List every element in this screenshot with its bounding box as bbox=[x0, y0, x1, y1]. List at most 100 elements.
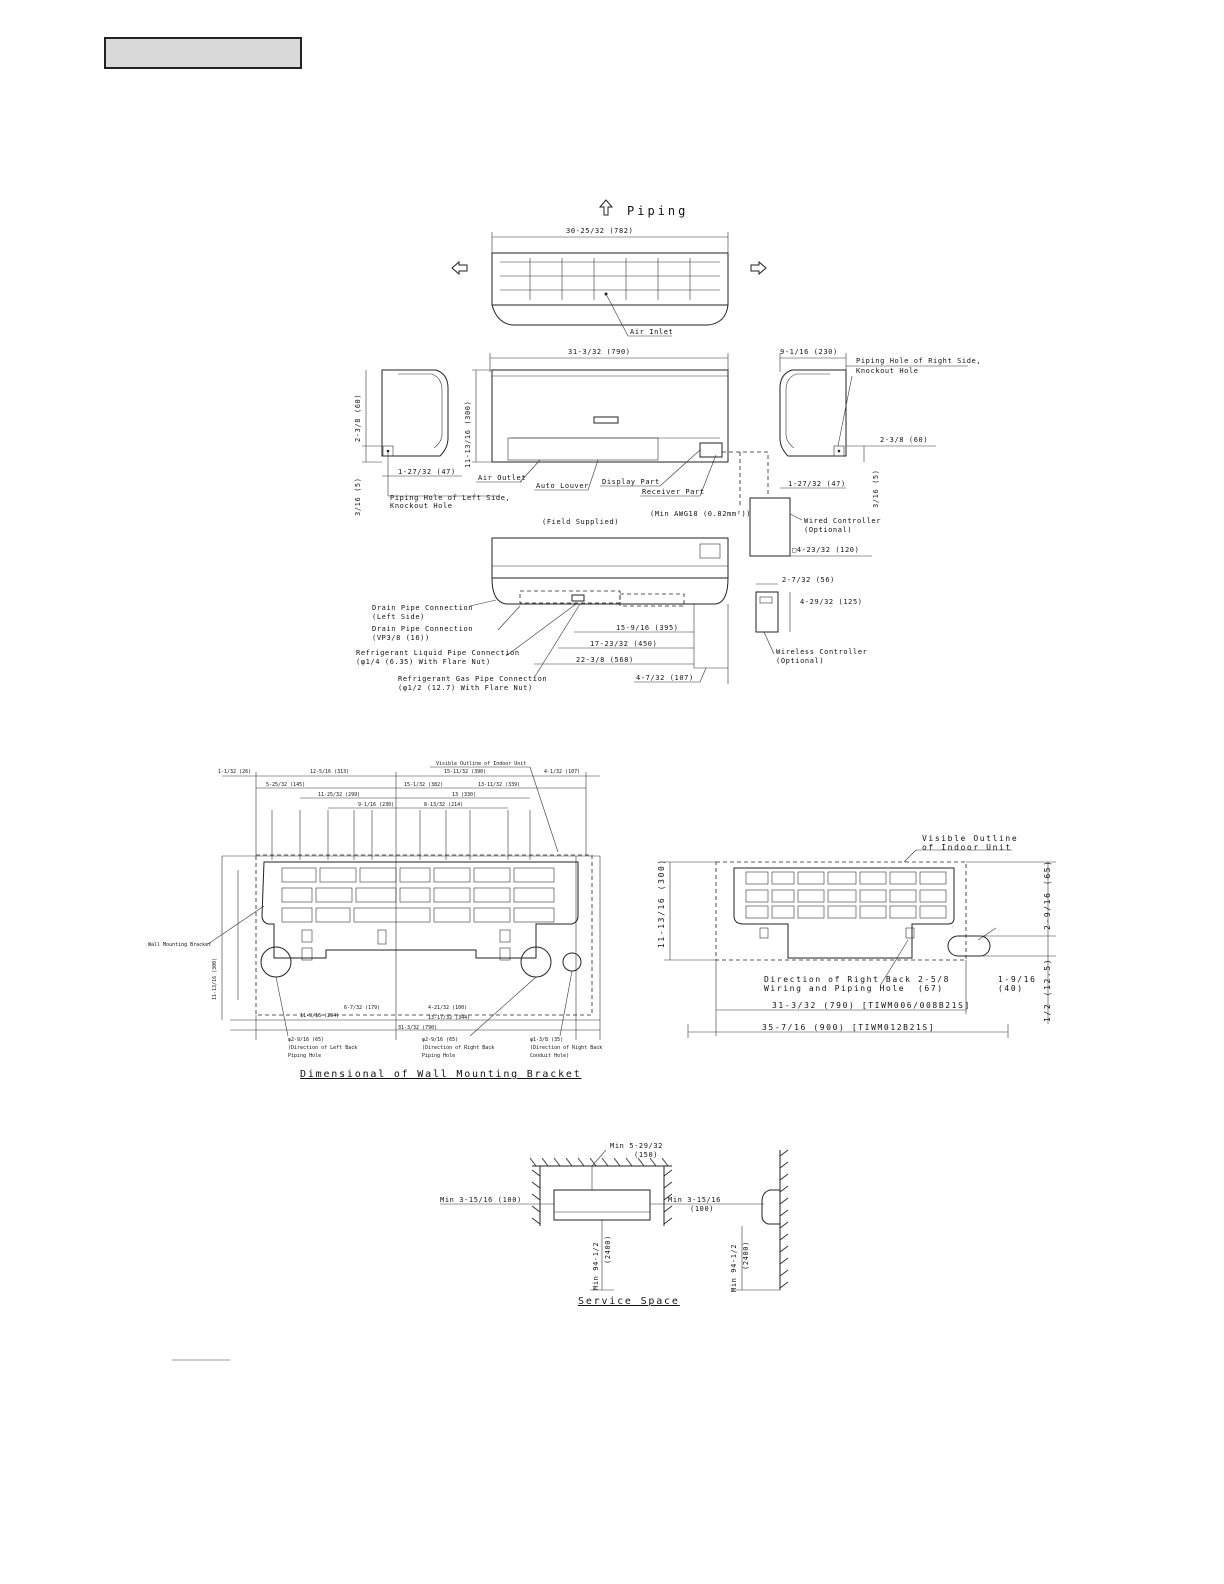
bracket-dim-top-4: 4-1/32 (107) bbox=[544, 769, 580, 775]
service-top-label: Min 5-29/32 bbox=[610, 1142, 663, 1150]
wired-controller-label: Wired Controller bbox=[804, 517, 881, 525]
wireless-controller-label: Wireless Controller bbox=[776, 648, 867, 656]
dim-67: 2-5/8 bbox=[918, 975, 950, 984]
bracket-dim-row4-1: 9-1/16 (230) bbox=[358, 802, 394, 808]
left-hole-label-2: Knockout Hole bbox=[390, 502, 453, 510]
service-side-label: Min 94-1/2 bbox=[730, 1244, 738, 1292]
bracket-drawing: Visible Outline of Indoor Unit 1-1/32 (2… bbox=[148, 761, 602, 1080]
display-part-label: Display Part bbox=[602, 478, 660, 486]
dim-67-mm: (67) bbox=[918, 984, 944, 993]
front-width-dim: 31-3/32 (790) bbox=[568, 348, 631, 356]
hole-right-label: (Direction of Right Back bbox=[530, 1045, 602, 1051]
bracket-dim-bottom-4: 13-17/32 (344) bbox=[428, 1015, 470, 1021]
right-height-dim: 2-3/8 (60) bbox=[880, 436, 928, 444]
top-width-dim: 30-25/32 (782) bbox=[566, 227, 633, 235]
hole-left-label-2: Piping Hole bbox=[288, 1053, 321, 1059]
piping-label: Piping bbox=[627, 204, 688, 218]
field-supplied-label: (Field Supplied) bbox=[542, 518, 619, 526]
service-side-label-2: (2400) bbox=[742, 1241, 750, 1270]
right-hole-label-2: Knockout Hole bbox=[856, 367, 919, 375]
width-790-dim: 31-3/32 (790) [TIWM006/008B21S] bbox=[772, 1001, 971, 1010]
service-space: Min 5-29/32 (150) Min 3-15/16 (100) Min … bbox=[440, 1142, 789, 1307]
service-bottom-label-2: (2400) bbox=[604, 1235, 612, 1264]
hole-mid-label: (Direction of Right Back bbox=[422, 1045, 494, 1051]
right-detail: Visible Outline of Indoor Unit bbox=[657, 834, 1056, 1038]
front-view: 31-3/32 (790) 11-13/16 (300) Air Outlet … bbox=[354, 348, 981, 557]
service-right-label: Min 3-15/16 bbox=[668, 1196, 721, 1204]
outline-label-2: of Indoor Unit bbox=[922, 843, 1012, 852]
wired-controller-size: □4-23/32 (120) bbox=[792, 546, 859, 554]
air-outlet-label: Air Outlet bbox=[478, 474, 526, 482]
side-depth-dim: 9-1/16 (230) bbox=[780, 348, 838, 356]
bracket-side-dim: 11-13/16 (300) bbox=[212, 958, 218, 1000]
bracket-dim-row3-2: 13 (330) bbox=[452, 792, 476, 798]
outline-label: Visible Outline bbox=[922, 834, 1018, 843]
hole-left-dim: φ2-9/16 (65) bbox=[288, 1037, 324, 1043]
service-left-label: Min 3-15/16 (100) bbox=[440, 1196, 522, 1204]
bracket-dim-row2-3: 13-11/32 (339) bbox=[478, 782, 520, 788]
drain-left-label-2: (Left Side) bbox=[372, 613, 425, 621]
drain-left-label: Drain Pipe Connection bbox=[372, 604, 473, 612]
service-bottom-label: Min 94-1/2 bbox=[592, 1242, 600, 1290]
wireless-width-dim: 2-7/32 (56) bbox=[782, 576, 835, 584]
bracket-dim-top-3: 15-11/32 (390) bbox=[444, 769, 486, 775]
service-top-label-2: (150) bbox=[634, 1151, 658, 1159]
bracket-dim-top-1: 1-1/32 (26) bbox=[218, 769, 251, 775]
hole-right-label-2: Conduit Hole) bbox=[530, 1053, 569, 1059]
arrow-right-icon bbox=[750, 260, 767, 276]
left-width-dim: 1-27/32 (47) bbox=[398, 468, 456, 476]
left-hole-label: Piping Hole of Left Side, bbox=[390, 494, 510, 502]
piping-arrow-up-icon bbox=[598, 199, 614, 216]
wall-mounting-bracket-label: Wall Mounting Bracket bbox=[148, 942, 211, 948]
bracket-dim-row4-2: 8-13/32 (214) bbox=[424, 802, 463, 808]
height-65-dim: 2-9/16 (65) bbox=[1043, 859, 1052, 930]
receiver-part-label: Receiver Part bbox=[642, 488, 705, 496]
bottom-view: Drain Pipe Connection (Left Side) Drain … bbox=[356, 537, 867, 692]
bracket-dim-top-2: 12-5/16 (313) bbox=[310, 769, 349, 775]
width-900-dim: 35-7/16 (900) [TIWM012B21S] bbox=[762, 1023, 935, 1032]
bracket-dim-bottom-5: 31-3/32 (790) bbox=[398, 1025, 437, 1031]
hole-left-label: (Direction of Left Back bbox=[288, 1045, 357, 1051]
hole-mid-dim: φ2-9/16 (65) bbox=[422, 1037, 458, 1043]
bracket-outline-label: Visible Outline of Indoor Unit bbox=[436, 761, 526, 767]
wire-spec-label: (Min AWG18 (0.82mm²)) bbox=[650, 510, 751, 518]
dim-568: 22-3/8 (568) bbox=[576, 656, 634, 664]
left-offset-dim: 3/16 (5) bbox=[354, 477, 362, 516]
dim-107: 4-7/32 (107) bbox=[636, 674, 694, 682]
wireless-height-dim: 4-29/32 (125) bbox=[800, 598, 863, 606]
bracket-dim-bottom-1: 11-9/16 (294) bbox=[300, 1013, 339, 1019]
direction-label-2: Wiring and Piping Hole bbox=[764, 984, 905, 993]
right-hole-label: Piping Hole of Right Side, bbox=[856, 357, 981, 365]
dim-450: 17-23/32 (450) bbox=[590, 640, 657, 648]
drain-label: Drain Pipe Connection bbox=[372, 625, 473, 633]
bracket-dim-row2-2: 15-1/32 (382) bbox=[404, 782, 443, 788]
service-space-title: Service Space bbox=[578, 1296, 680, 1307]
gas-pipe-label: Refrigerant Gas Pipe Connection bbox=[398, 675, 547, 683]
dim-40-mm: (40) bbox=[998, 984, 1024, 993]
bracket-dim-row3-1: 11-25/32 (299) bbox=[318, 792, 360, 798]
front-height-dim: 11-13/16 (300) bbox=[464, 401, 472, 468]
right-offset-dim: 3/16 (5) bbox=[872, 469, 880, 508]
hole-right-dim: φ1-3/8 (35) bbox=[530, 1037, 563, 1043]
bracket-title: Dimensional of Wall Mounting Bracket bbox=[300, 1069, 582, 1080]
service-right-label-2: (100) bbox=[690, 1205, 714, 1213]
wired-controller-optional: (Optional) bbox=[804, 526, 852, 534]
auto-louver-label: Auto Louver bbox=[536, 482, 589, 490]
drain-label-2: (VP3/8 (16)) bbox=[372, 634, 430, 642]
dim-40: 1-9/16 bbox=[998, 975, 1037, 984]
air-inlet-label: Air Inlet bbox=[630, 328, 673, 336]
top-view: Piping 30-25/32 (782) A bbox=[451, 199, 767, 337]
arrow-left-icon bbox=[451, 260, 468, 276]
liquid-pipe-label-2: (φ1/4 (6.35) With Flare Nut) bbox=[356, 658, 491, 666]
gas-pipe-label-2: (φ1/2 (12.7) With Flare Nut) bbox=[398, 684, 533, 692]
detail-height-dim: 11-13/16 (300) bbox=[657, 858, 666, 948]
height-12-dim: 1/2 (12.5) bbox=[1043, 958, 1052, 1022]
liquid-pipe-label: Refrigerant Liquid Pipe Connection bbox=[356, 649, 520, 657]
header-label-box bbox=[104, 37, 302, 69]
bracket-dim-bottom-2: 6-7/32 (179) bbox=[344, 1005, 380, 1011]
wireless-controller-optional: (Optional) bbox=[776, 657, 824, 665]
right-width-dim: 1-27/32 (47) bbox=[788, 480, 846, 488]
bracket-dim-row2-1: 5-25/32 (145) bbox=[266, 782, 305, 788]
